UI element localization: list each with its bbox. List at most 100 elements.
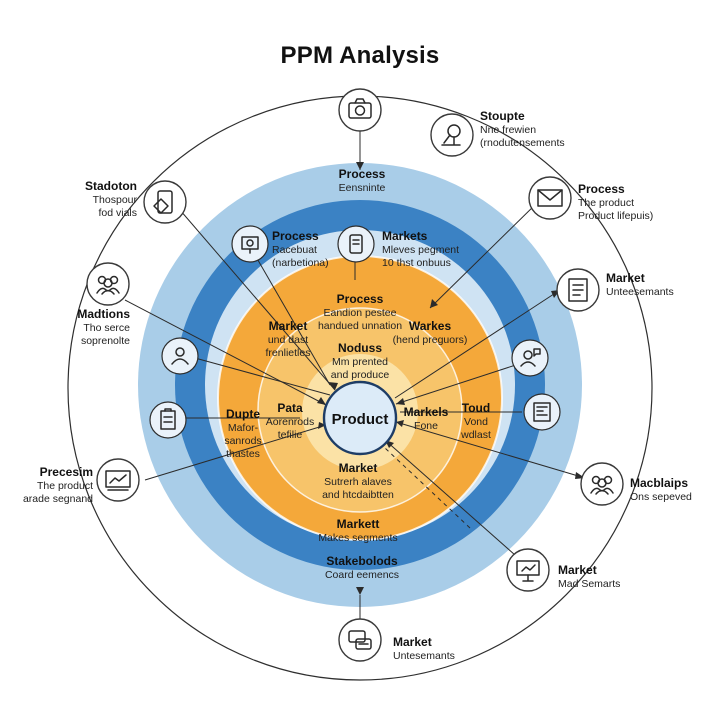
ring-label-sub: sanrods [224, 435, 261, 447]
inner-node-3 [161, 337, 199, 375]
ring-label-sub: Mafor- [228, 422, 259, 434]
node-label-sub: Nne frewien [480, 124, 536, 136]
node-label-sub: Thospour [93, 194, 138, 206]
inner-node-2 [337, 225, 375, 263]
node-label-title: Stoupte [480, 109, 525, 123]
ring-label-sub: Fone [414, 420, 438, 432]
ring-label-sub: Eensninte [339, 182, 386, 194]
ring-label-title: Markels [404, 405, 449, 419]
ring-label-title: Markett [337, 517, 380, 531]
node-label-sub: The product [37, 480, 93, 492]
ring-label-title: Pata [277, 401, 303, 415]
person-icon [171, 347, 189, 365]
ring-label-sub: Vond [464, 416, 488, 428]
ring-label-title: Stakebolods [326, 554, 398, 568]
ring-label-sub: Aorenrods [266, 416, 314, 428]
team-icon [96, 275, 120, 295]
ring-label-sub: Racebuat [272, 244, 317, 256]
node-label-sub: fod vials [98, 207, 137, 219]
node-label-sub: arade segnand [23, 493, 93, 505]
team-icon [590, 475, 614, 495]
ring-label-sub: tefilie [278, 429, 303, 441]
ring-label-title: Market [269, 319, 308, 333]
outer-node-top [338, 88, 382, 132]
node-circle [338, 88, 382, 132]
ring-inner-outline [257, 307, 463, 513]
ring-label-title: Markets [382, 229, 428, 243]
ring-label-sub: (narbetiona) [272, 257, 329, 269]
node-circle [338, 618, 382, 662]
ring-label-sub: and produce [331, 369, 390, 381]
node-circle [506, 548, 550, 592]
node-label-title: Stadoton [85, 179, 137, 193]
node-label-sub: Mad Semarts [558, 578, 620, 590]
presentation-icon [516, 560, 540, 582]
node-label-title: Macblaips [630, 476, 688, 490]
ring-label-orange-right: Warkes(hend preguors) [393, 319, 468, 346]
inner-node-1 [231, 225, 269, 263]
ring-label-sub: Coard eemencs [325, 569, 399, 581]
ring-label-sub: Makes segments [318, 532, 397, 544]
center-circle [322, 380, 398, 456]
node-circle [430, 113, 474, 157]
tablet-icon [153, 190, 173, 214]
dashboard-icon [533, 402, 551, 422]
chart-icon [105, 470, 131, 491]
envelope-icon [537, 189, 563, 207]
inner-node-6 [523, 393, 561, 431]
ring-label-title: Process [337, 292, 384, 306]
node-label-title: Madtions [77, 307, 130, 321]
inner-node-circle [523, 393, 561, 431]
camera-icon [348, 98, 372, 119]
ring-label-title: Process [339, 167, 386, 181]
inner-node-5 [511, 339, 549, 377]
center-label: Product [332, 411, 389, 428]
inner-node-4 [149, 401, 187, 439]
node-label-sub: Ons sepeved [630, 491, 692, 503]
node-label-sub: (rnodutensements [480, 137, 565, 149]
node-label-sub: Unteesemants [606, 286, 674, 298]
ring-label-sub: Mm prented [332, 356, 388, 368]
document-icon [568, 278, 588, 302]
microscope-icon [441, 124, 461, 146]
node-label-title: Process [578, 182, 625, 196]
diagram-title: PPM Analysis [280, 42, 440, 69]
chat-icon [348, 630, 372, 650]
ring-label-sub: handued unnation [318, 320, 402, 332]
ring-label-sub: thastes [226, 448, 260, 460]
clipboard-icon [160, 408, 176, 430]
ring-label-title: Noduss [338, 341, 382, 355]
node-label-sub: Untesemants [393, 650, 455, 662]
inner-node-circle [149, 401, 187, 439]
ring-label-sub: Eandion pestee [324, 307, 397, 319]
user-chat-icon [520, 348, 541, 367]
node-label-title: Market [393, 635, 432, 649]
node-circle [86, 262, 130, 306]
connector-lines [124, 125, 586, 620]
ring-label-sub: 10 thst onbuus [382, 257, 451, 269]
ring-label-title: Toud [462, 401, 490, 415]
ring-label-title: Market [339, 461, 378, 475]
node-label-title: Precesim [40, 465, 93, 479]
